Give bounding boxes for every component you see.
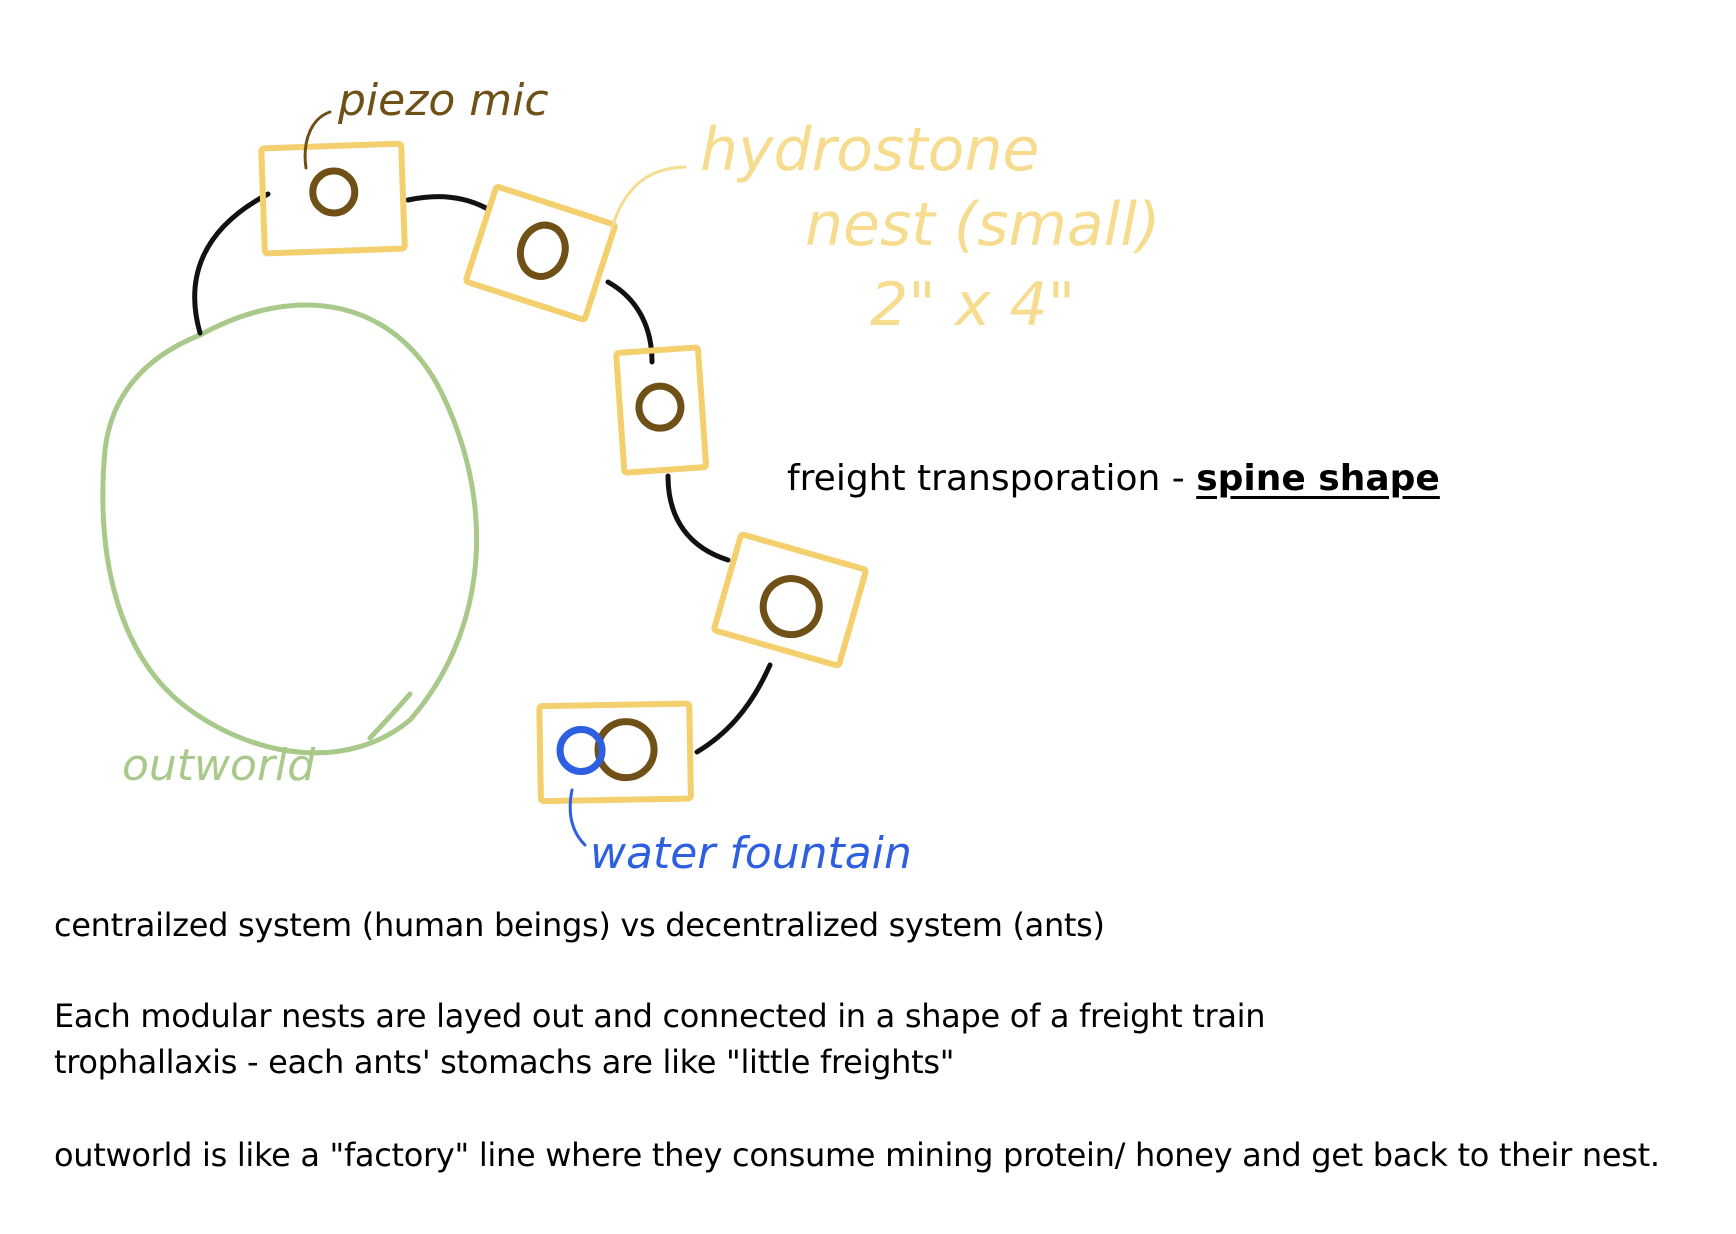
tube-nest1-nest2 — [405, 194, 489, 211]
nest-hole-1 — [309, 167, 359, 217]
nest-hole-2 — [516, 221, 569, 280]
piezo-mic-label: piezo mic — [337, 75, 549, 126]
note-line-4: outworld is like a "factory" line where … — [54, 1136, 1660, 1174]
water-fountain-label: water fountain — [590, 828, 912, 879]
water-fountain-leader — [568, 788, 587, 847]
heading-prefix: freight transporation - — [787, 458, 1197, 499]
tube-outworld-nest1 — [192, 191, 271, 336]
outworld-label: outworld — [122, 740, 316, 791]
nest-module-3 — [613, 344, 710, 476]
diagram-heading: freight transporation - spine shape — [787, 458, 1440, 499]
nest-module-5 — [536, 700, 694, 805]
heading-emphasis: spine shape — [1196, 458, 1440, 499]
nest-label-line3: 2" x 4" — [870, 270, 1075, 340]
piezo-mic-leader — [303, 110, 332, 170]
nest-hole-3 — [635, 382, 685, 432]
nest-hole-4 — [759, 575, 823, 639]
outworld-arena — [100, 302, 479, 756]
nest-module-4 — [711, 531, 869, 669]
outworld-stroke-tail — [367, 691, 413, 741]
nest-hole-5 — [594, 718, 658, 782]
tube-nest4-nest5 — [694, 662, 773, 755]
tube-nest3-nest4 — [665, 473, 731, 563]
note-line-3: trophallaxis - each ants' stomachs are l… — [54, 1043, 955, 1081]
nest-label-leader — [610, 165, 687, 230]
nest-label-line2: nest (small) — [805, 190, 1160, 260]
note-line-1: centrailzed system (human beings) vs dec… — [54, 906, 1105, 944]
water-fountain-icon — [556, 725, 606, 775]
note-line-2: Each modular nests are layed out and con… — [54, 997, 1266, 1035]
nest-label-line1: hydrostone — [700, 115, 1039, 185]
nest-module-1 — [258, 140, 408, 257]
nest-module-2 — [463, 184, 618, 323]
